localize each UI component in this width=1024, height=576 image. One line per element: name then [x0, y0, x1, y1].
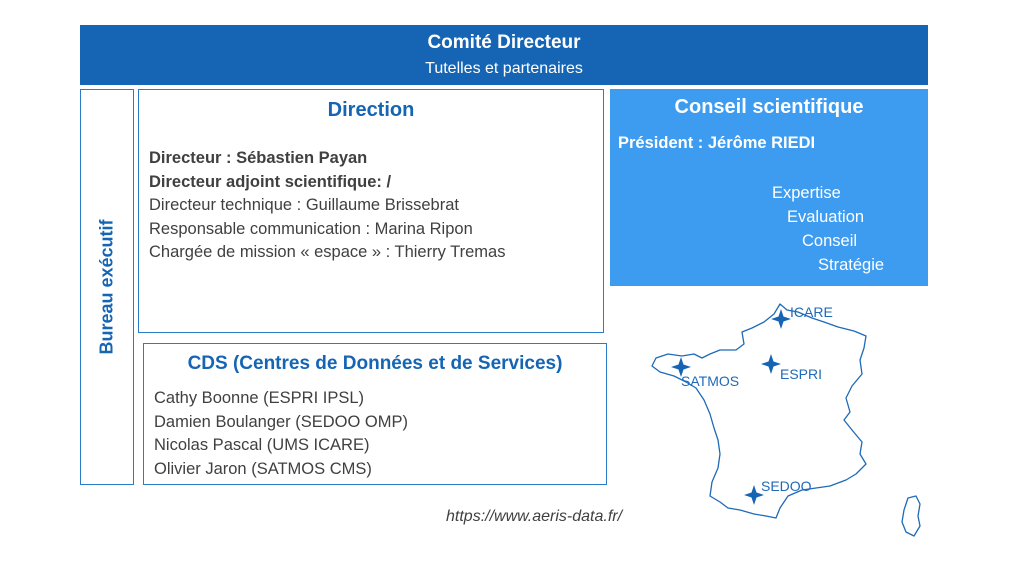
star-icon — [671, 357, 691, 377]
conseil-keyword-evaluation: Evaluation — [787, 208, 865, 226]
comite-directeur-box: Comité Directeur Tutelles et partenaires — [80, 25, 928, 85]
conseil-scientifique-box: Conseil scientifique Président : Jérôme … — [610, 89, 928, 286]
location-sedoo: SEDOO — [744, 478, 812, 505]
france-map: ICARE SATMOS ESPRI SEDOO — [651, 303, 921, 537]
cds-box: CDS (Centres de Données et de Services) … — [143, 343, 607, 485]
location-espri: ESPRI — [761, 354, 822, 382]
star-icon — [761, 354, 781, 374]
location-satmos: SATMOS — [671, 357, 739, 389]
cds-line-icare: Nicolas Pascal (UMS ICARE) — [154, 436, 370, 454]
bureau-label: Bureau exécutif — [96, 219, 117, 355]
direction-line-espace: Chargée de mission « espace » : Thierry … — [149, 243, 506, 261]
location-label-sedoo: SEDOO — [761, 478, 812, 494]
france-outline — [651, 303, 867, 519]
conseil-keyword-expertise: Expertise — [772, 184, 841, 202]
conseil-keyword-conseil: Conseil — [802, 232, 858, 250]
conseil-president: Président : Jérôme RIEDI — [618, 134, 816, 152]
direction-box: Direction Directeur : Sébastien Payan Di… — [138, 89, 604, 333]
location-label-satmos: SATMOS — [681, 373, 739, 389]
star-icon — [744, 485, 764, 505]
comite-title: Comité Directeur — [427, 32, 581, 53]
conseil-keyword-strategie: Stratégie — [818, 256, 885, 274]
corsica-outline — [901, 495, 921, 537]
location-label-espri: ESPRI — [780, 366, 822, 382]
location-icare: ICARE — [771, 304, 833, 329]
direction-line-communication: Responsable communication : Marina Ripon — [149, 219, 473, 238]
website-url: https://www.aeris-data.fr/ — [446, 508, 623, 525]
cds-line-satmos: Olivier Jaron (SATMOS CMS) — [154, 459, 372, 478]
direction-title: Direction — [327, 99, 415, 121]
direction-line-adjoint: Directeur adjoint scientifique: / — [149, 172, 392, 191]
cds-title: CDS (Centres de Données et de Services) — [187, 353, 563, 374]
location-label-icare: ICARE — [790, 304, 833, 320]
conseil-title: Conseil scientifique — [674, 96, 864, 118]
cds-list: Cathy Boonne (ESPRI IPSL) Damien Boulang… — [154, 387, 408, 481]
cds-line-sedoo: Damien Boulanger (SEDOO OMP) — [154, 412, 409, 431]
cds-line-espri: Cathy Boonne (ESPRI IPSL) — [154, 389, 365, 407]
direction-list: Directeur : Sébastien Payan Directeur ad… — [149, 147, 505, 265]
star-icon — [771, 309, 791, 329]
direction-line-directeur: Directeur : Sébastien Payan — [149, 149, 368, 167]
direction-line-technique: Directeur technique : Guillaume Brissebr… — [149, 196, 459, 214]
comite-subtitle: Tutelles et partenaires — [425, 60, 583, 77]
bureau-executif-box: Bureau exécutif — [80, 89, 134, 485]
